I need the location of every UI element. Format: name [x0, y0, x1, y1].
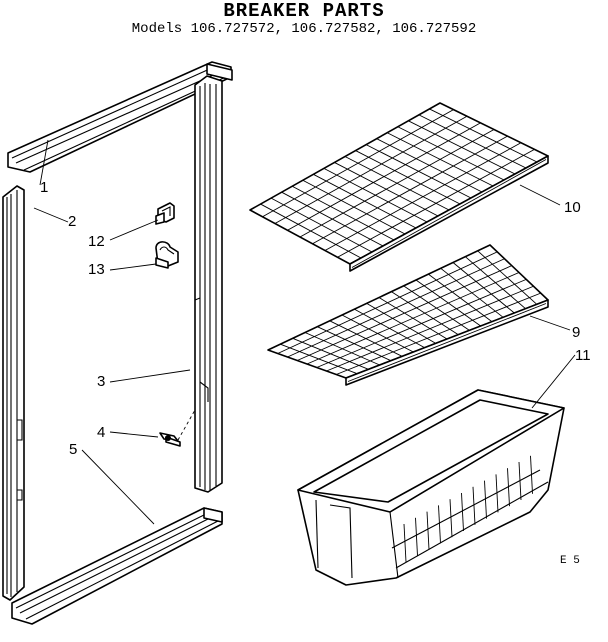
shelf-rod — [287, 122, 481, 231]
pan-rib — [518, 461, 522, 501]
callout-11: 11 — [575, 347, 591, 364]
pan-rib — [438, 505, 441, 544]
leader-lines — [33, 139, 576, 525]
shelf-trim-line — [347, 303, 547, 382]
callout-4: 4 — [97, 424, 106, 441]
pan-rib — [461, 492, 464, 532]
shelf-rod — [326, 285, 534, 372]
shelf-rod — [316, 278, 527, 368]
clip-12 — [155, 202, 175, 225]
pan-rib — [472, 486, 476, 525]
pan-rib — [426, 511, 430, 550]
pan-rib — [530, 455, 533, 494]
shelf-trim-line — [351, 159, 547, 268]
clip-13 — [155, 241, 179, 269]
top-breaker — [7, 61, 233, 173]
callout-9: 9 — [572, 324, 581, 341]
bottom-breaker — [11, 507, 223, 625]
callout-2: 2 — [68, 213, 77, 230]
shelf-rod — [306, 272, 520, 365]
callout-1: 1 — [40, 179, 49, 196]
pan-rib — [449, 499, 453, 538]
shelf-rod — [287, 258, 505, 358]
shelf-rod — [277, 251, 498, 354]
drawing-code: E 5 — [560, 555, 580, 567]
screw-4 — [159, 409, 196, 447]
shelf-rod — [337, 148, 535, 258]
model-numbers: Models 106.727572, 106.727582, 106.72759… — [131, 21, 477, 37]
callout-10: 10 — [564, 199, 581, 216]
shelf-rod — [297, 265, 512, 361]
callout-3: 3 — [97, 373, 106, 390]
shelf-rod — [336, 292, 541, 375]
left-breaker — [2, 185, 25, 601]
pan-rib — [495, 474, 499, 513]
callout-5: 5 — [69, 441, 78, 458]
shelf-9 — [267, 244, 549, 386]
crisper-pan-11 — [297, 389, 565, 586]
shelf-10 — [249, 102, 549, 272]
shelf-rod — [299, 129, 495, 238]
pan-rib — [507, 468, 510, 507]
shelf-rod — [274, 115, 468, 224]
pan-rib — [403, 523, 407, 563]
pan-rib — [484, 480, 487, 519]
right-breaker — [194, 75, 223, 493]
shelf-rod — [324, 142, 522, 251]
pan-rib — [415, 517, 418, 556]
callout-13: 13 — [88, 261, 105, 278]
shelf-rod — [312, 135, 508, 245]
shelf-rod — [262, 109, 454, 218]
callout-12: 12 — [88, 233, 105, 250]
page-title: BREAKER PARTS — [223, 0, 385, 22]
